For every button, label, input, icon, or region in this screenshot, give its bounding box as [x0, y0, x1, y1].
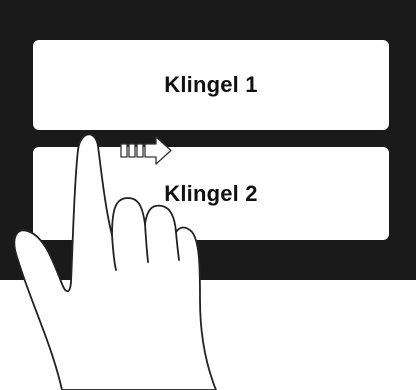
display-screen: Klingel 1 Klingel 2 [0, 0, 416, 280]
ring-button-1[interactable]: Klingel 1 [33, 40, 389, 130]
ring-button-2[interactable]: Klingel 2 [33, 147, 389, 240]
ring-button-1-label: Klingel 1 [164, 72, 258, 98]
ring-button-2-label: Klingel 2 [164, 181, 258, 207]
